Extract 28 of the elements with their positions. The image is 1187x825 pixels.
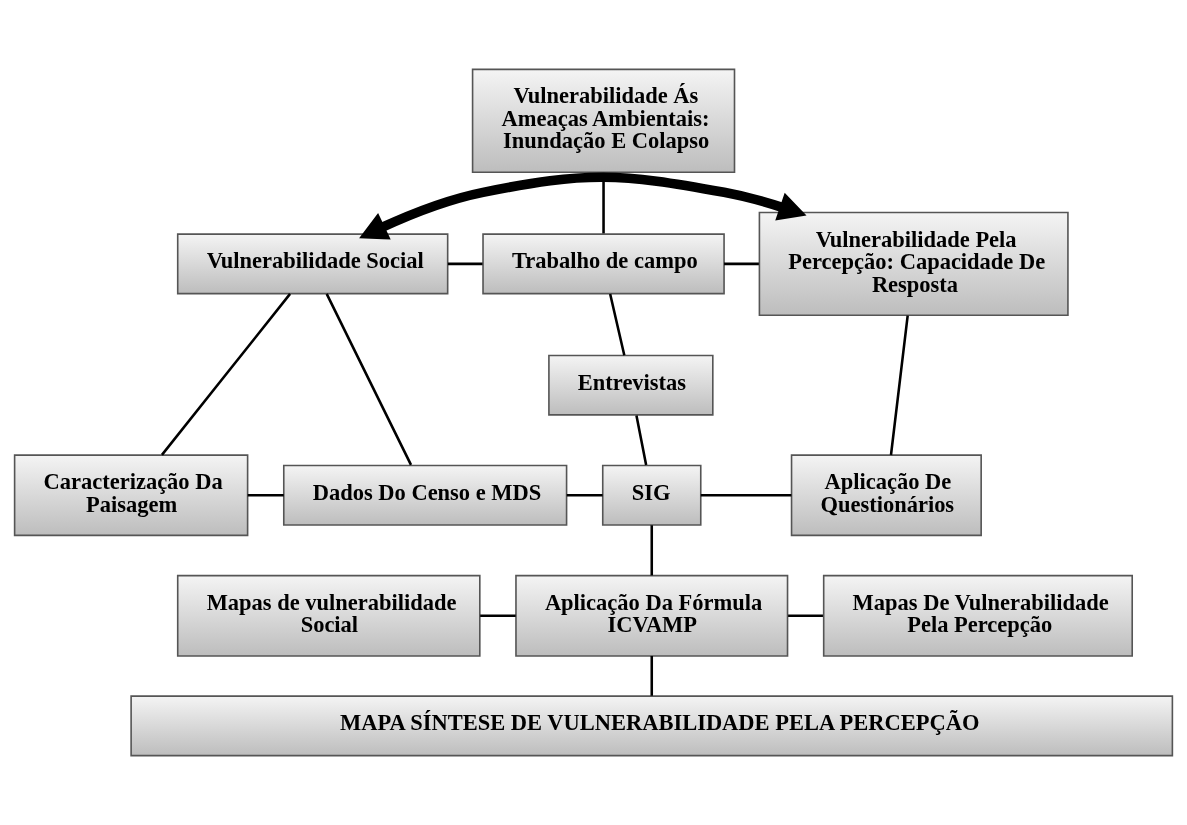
connector	[447, 262, 483, 266]
connector	[700, 493, 792, 497]
node-box: Aplicação De Questionários	[790, 454, 982, 537]
node-box: SIG	[601, 464, 702, 526]
connector	[650, 525, 654, 576]
node-box: Trabalho de campo	[482, 233, 725, 295]
connector	[889, 315, 909, 456]
node-box: Entrevistas	[548, 354, 714, 416]
connector	[608, 293, 626, 356]
node-box: Mapas de vulnerabilidade Social	[176, 574, 481, 657]
node-box: Caracterização Da Paisagem	[13, 454, 249, 537]
connector	[480, 614, 516, 618]
connector	[566, 493, 603, 497]
node-box: Dados Do Censo e MDS	[282, 464, 568, 526]
connector	[247, 493, 284, 497]
arrow	[359, 172, 807, 240]
connector	[325, 293, 413, 466]
node-box: MAPA SÍNTESE DE VULNERABILIDADE PELA PERCEPÇÃO	[130, 695, 1174, 757]
connector	[788, 614, 823, 618]
node-box: Aplicação Da Fórmula ICVAMP	[515, 574, 789, 657]
node-box: Vulnerabilidade Ás Ameaças Ambientais: Inundação E Colapso	[471, 68, 736, 174]
node-box: Mapas De Vulnerabilidade Pela Percepção	[822, 574, 1133, 657]
connector	[724, 262, 759, 266]
node-box: Vulnerabilidade Pela Percepção: Capacidade De Resposta	[758, 211, 1069, 317]
node-box: Vulnerabilidade Social	[176, 233, 449, 295]
connector	[650, 655, 654, 696]
connector	[635, 415, 648, 466]
connector	[160, 293, 292, 456]
